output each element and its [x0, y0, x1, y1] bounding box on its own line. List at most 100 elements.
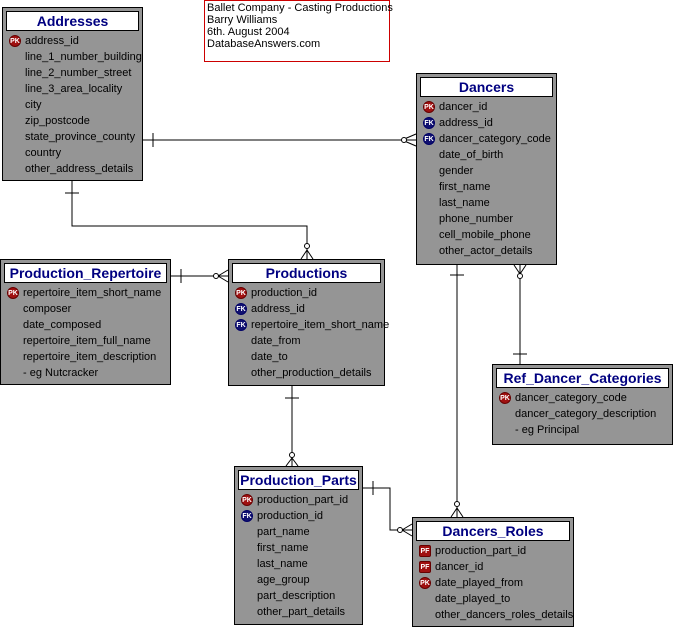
attribute-name: first_name [439, 181, 491, 193]
attribute-name: phone_number [439, 213, 514, 225]
pk-key-icon: PK [235, 287, 247, 299]
fk-key-icon: FK [235, 319, 247, 331]
attribute-row: date_from [235, 333, 384, 349]
attribute-row: repertoire_item_description [7, 349, 170, 365]
attribute-name: date_composed [23, 319, 102, 331]
diagram-note: Ballet Company - Casting Productions Bar… [204, 0, 393, 62]
attribute-name: date_played_from [435, 577, 524, 589]
attribute-row: part_description [241, 588, 362, 604]
attribute-name: state_province_county [25, 131, 136, 143]
note-line: Barry Williams [207, 14, 278, 26]
attribute-row: - eg Principal [499, 422, 672, 438]
attribute-name: other_dancers_roles_details [435, 609, 574, 621]
rel-categories-dancers [513, 264, 527, 364]
attribute-name: line_3_area_locality [25, 83, 123, 95]
attribute-row: country [9, 145, 142, 161]
rel-productions-parts [285, 386, 299, 467]
attribute-name: dancer_id [439, 101, 488, 113]
attribute-row: dancer_category_description [499, 406, 672, 422]
attribute-name: other_address_details [25, 163, 134, 175]
attribute-name: dancer_category_description [515, 408, 657, 420]
attribute-name: production_id [257, 510, 324, 522]
attribute-name: address_id [25, 35, 79, 47]
attribute-row: FK dancer_category_code [423, 131, 556, 147]
attribute-name: - eg Nutcracker [23, 367, 99, 379]
attribute-row: date_played_to [419, 591, 573, 607]
entity-title: Ref_Dancer_Categories [496, 368, 669, 388]
attribute-name: cell_mobile_phone [439, 229, 531, 241]
attribute-row: date_to [235, 349, 384, 365]
attribute-name: dancer_category_code [439, 133, 551, 145]
pk-key-icon: PK [423, 101, 435, 113]
attribute-row: phone_number [423, 211, 556, 227]
attribute-row: first_name [241, 540, 362, 556]
rel-parts-roles [363, 481, 413, 537]
attribute-name: last_name [257, 558, 308, 570]
entity-title: Productions [232, 263, 381, 283]
attribute-row: last_name [423, 195, 556, 211]
entity-addresses[interactable]: Addresses PK address_id line_1_number_buil… [2, 7, 143, 181]
pk-key-icon: PK [9, 35, 21, 47]
attribute-row: composer [7, 301, 170, 317]
attribute-name: country [25, 147, 62, 159]
attribute-name: age_group [257, 574, 310, 586]
attribute-row: part_name [241, 524, 362, 540]
fk-key-icon: FK [235, 303, 247, 315]
entity-title: Dancers [420, 77, 553, 97]
note-line: Ballet Company - Casting Productions [207, 2, 393, 14]
attribute-row: zip_postcode [9, 113, 142, 129]
attribute-name: gender [439, 165, 474, 177]
attribute-name: address_id [251, 303, 305, 315]
attribute-name: part_name [257, 526, 310, 538]
attribute-name: production_part_id [257, 494, 349, 506]
attribute-row: line_3_area_locality [9, 81, 142, 97]
attribute-row: line_1_number_building [9, 49, 142, 65]
attribute-row: date_of_birth [423, 147, 556, 163]
attribute-row: PK dancer_id [423, 99, 556, 115]
attribute-name: part_description [257, 590, 336, 602]
pk-key-icon: PK [499, 392, 511, 404]
attribute-row: age_group [241, 572, 362, 588]
attribute-name: other_actor_details [439, 245, 533, 257]
attribute-row: - eg Nutcracker [7, 365, 170, 381]
pf-key-icon: PF [419, 561, 431, 573]
attribute-row: other_actor_details [423, 243, 556, 259]
attribute-row: cell_mobile_phone [423, 227, 556, 243]
fk-key-icon: FK [423, 133, 435, 145]
attribute-name: other_part_details [257, 606, 346, 618]
attribute-name: city [25, 99, 42, 111]
attribute-row: PK repertoire_item_short_name [7, 285, 170, 301]
attribute-name: date_of_birth [439, 149, 504, 161]
attribute-row: repertoire_item_full_name [7, 333, 170, 349]
attribute-row: line_2_number_street [9, 65, 142, 81]
attribute-row: first_name [423, 179, 556, 195]
rel-addresses-productions [65, 181, 314, 260]
attribute-name: last_name [439, 197, 490, 209]
rel-addresses-dancers [143, 133, 417, 147]
attribute-row: date_composed [7, 317, 170, 333]
entity-title: Dancers_Roles [416, 521, 570, 541]
fk-key-icon: FK [423, 117, 435, 129]
attribute-name: repertoire_item_short_name [23, 287, 162, 299]
pk-key-icon: PK [419, 577, 431, 589]
pk-key-icon: PK [7, 287, 19, 299]
entity-title: Addresses [6, 11, 139, 31]
attribute-row: other_address_details [9, 161, 142, 177]
attribute-name: repertoire_item_description [23, 351, 157, 363]
rel-dancers-roles [450, 265, 464, 518]
attribute-row: other_part_details [241, 604, 362, 620]
attribute-name: date_to [251, 351, 288, 363]
attribute-row: other_dancers_roles_details [419, 607, 573, 623]
attribute-name: repertoire_item_full_name [23, 335, 151, 347]
entity-title: Production_Parts [238, 470, 359, 490]
pk-key-icon: PK [241, 494, 253, 506]
attribute-name: line_2_number_street [25, 67, 132, 79]
